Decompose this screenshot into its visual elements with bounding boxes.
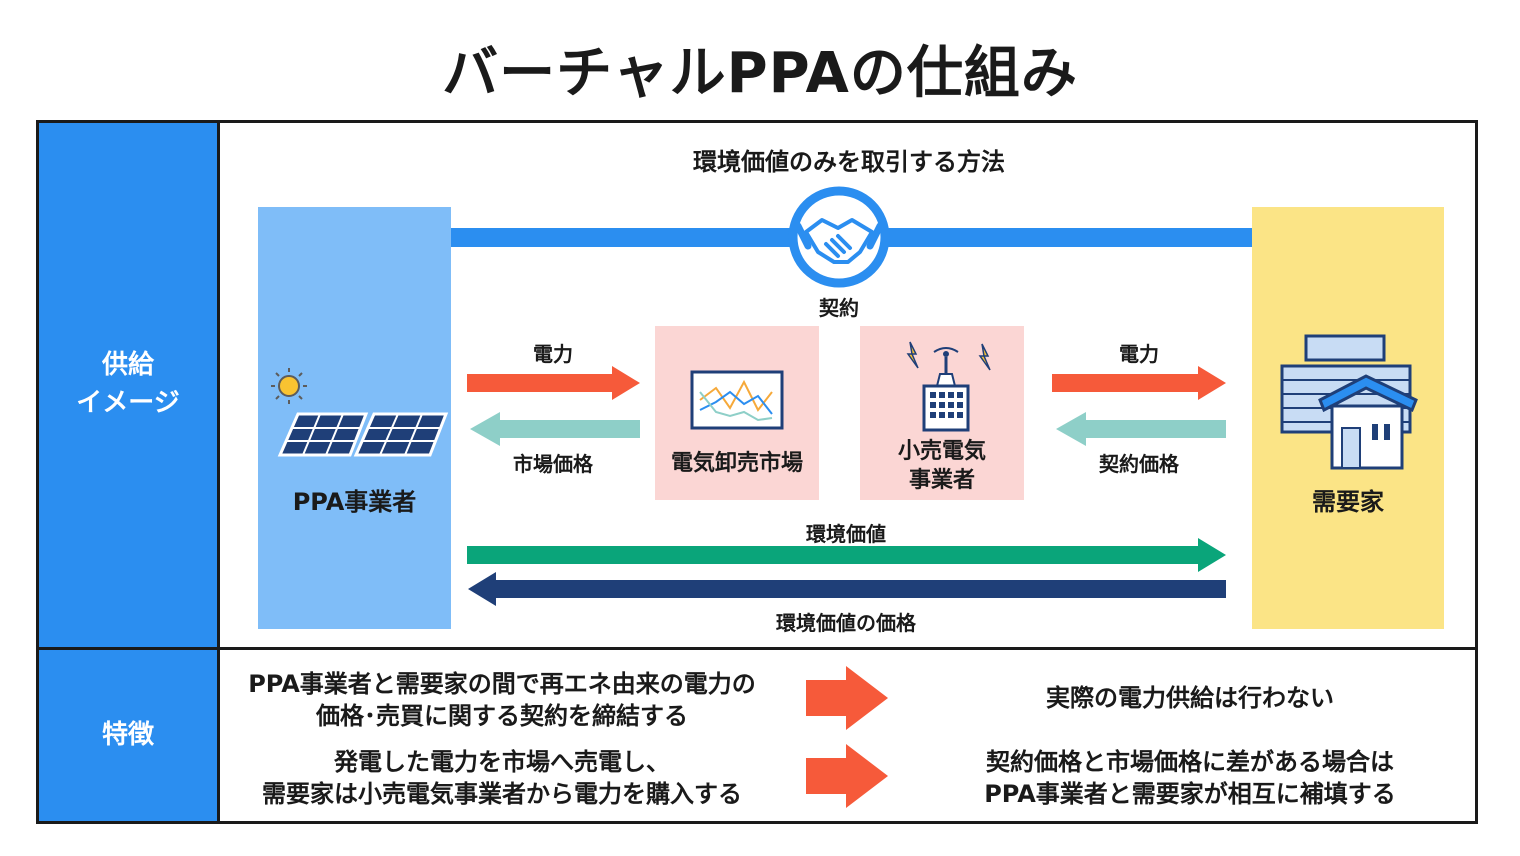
contract-label: 契約 bbox=[819, 296, 859, 320]
retailer-label: 小売電気 事業者 bbox=[897, 439, 986, 493]
divider-horizontal bbox=[217, 647, 1478, 650]
feature-arrow-1 bbox=[806, 666, 888, 730]
power-arrow-right bbox=[1052, 366, 1226, 400]
building-house-icon bbox=[1280, 334, 1418, 470]
handshake-icon bbox=[788, 186, 890, 288]
wholesale-market-label: 電気卸売市場 bbox=[670, 451, 803, 476]
feature-2-right: 契約価格と市場価格に差がある場合は PPA事業者と需要家が相互に補填する bbox=[984, 748, 1396, 809]
divider-vertical bbox=[217, 120, 220, 824]
market-price-arrow bbox=[470, 412, 640, 446]
env-value-price-arrow bbox=[468, 572, 1226, 606]
demand-label: 需要家 bbox=[1312, 488, 1384, 516]
market-chart-icon bbox=[690, 370, 784, 430]
feature-1-left: PPA事業者と需要家の間で再エネ由来の電力の 価格･売買に関する契約を締結する bbox=[248, 670, 756, 731]
power-arrow-left bbox=[467, 366, 640, 400]
contract-price-label: 契約価格 bbox=[1099, 452, 1179, 476]
solar-panel-icon bbox=[277, 412, 449, 457]
market-price-label: 市場価格 bbox=[513, 452, 593, 476]
env-value-label: 環境価値 bbox=[806, 522, 886, 546]
page-title: バーチャルPPAの仕組み bbox=[442, 41, 1078, 106]
ppa-operator-label: PPA事業者 bbox=[292, 488, 417, 516]
feature-label-text: 特徴 bbox=[101, 719, 154, 750]
supply-label-text: 供給 イメージ bbox=[76, 350, 180, 418]
env-value-arrow bbox=[467, 538, 1226, 572]
feature-2-left: 発電した電力を市場へ売電し、 需要家は小売電気事業者から電力を購入する bbox=[262, 748, 742, 809]
feature-arrow-2 bbox=[806, 744, 888, 808]
retailer-tower-icon bbox=[906, 341, 991, 432]
contract-price-arrow bbox=[1056, 412, 1226, 446]
env-value-price-label: 環境価値の価格 bbox=[776, 611, 916, 635]
power-left-label: 電力 bbox=[533, 342, 573, 366]
section-label-supply: 供給 イメージ bbox=[36, 120, 220, 650]
power-right-label: 電力 bbox=[1119, 342, 1159, 366]
diagram-subtitle: 環境価値のみを取引する方法 bbox=[693, 148, 1005, 176]
sun-icon bbox=[271, 368, 307, 404]
feature-1-right: 実際の電力供給は行わない bbox=[1046, 684, 1334, 712]
